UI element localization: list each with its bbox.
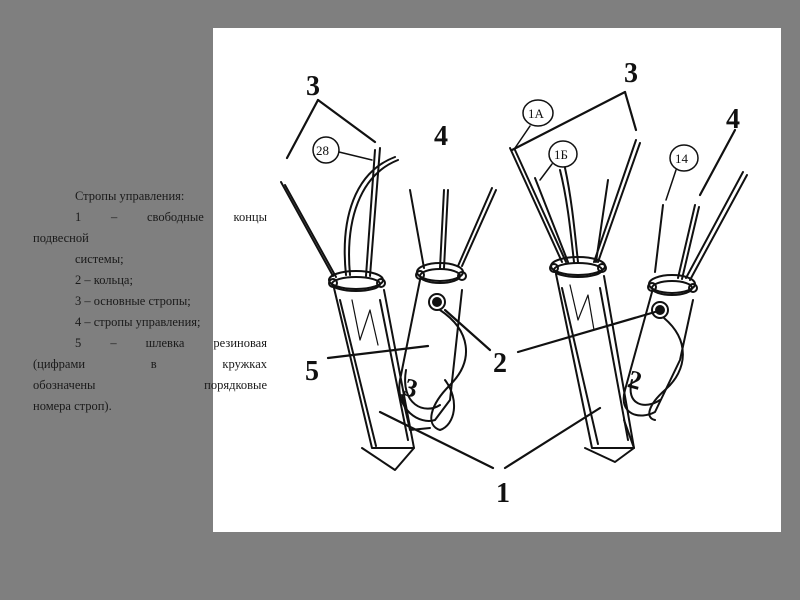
label-1: 1: [496, 478, 510, 509]
leader-4-right: [698, 128, 737, 197]
main-lines-right: [509, 139, 748, 281]
strap-mark-2: 2: [625, 364, 645, 395]
diagram-panel: [213, 28, 781, 532]
legend-item-5b: (цифрами в кружках: [33, 357, 267, 371]
circle-28-text: 28: [316, 143, 329, 158]
legend-item-2: 2 – кольца;: [75, 273, 133, 287]
circle-1b: [539, 140, 578, 181]
ring-cluster-right-2: [647, 274, 698, 296]
leader-3-left: [285, 98, 377, 160]
circle-1a: [514, 99, 554, 149]
riser-right-1: [555, 273, 635, 463]
leader-3-right: [510, 90, 638, 152]
circle-14-text: 14: [675, 151, 689, 166]
legend-title: Стропы управления:: [75, 189, 185, 203]
control-line-left: [343, 156, 449, 276]
legend-item-1a: 1 – свободные концы: [75, 210, 267, 224]
control-line-right: [559, 167, 700, 280]
legend-item-1c: системы;: [75, 252, 124, 266]
circle-28: [312, 136, 373, 164]
label-5: 5: [305, 356, 319, 387]
legend-item-5d: номера строп).: [33, 399, 112, 413]
circle-1a-text: 1А: [528, 106, 545, 121]
legend-item-5c: обозначены порядковые: [33, 378, 267, 392]
ring-cluster-right-1: [549, 256, 607, 278]
riser-left-2: [398, 279, 463, 431]
legend-item-4: 4 – стропы управления;: [75, 315, 201, 329]
legend-item-1b: подвесной: [33, 231, 89, 245]
label-3-right: 3: [624, 58, 638, 89]
ring-cluster-left-1: [328, 270, 386, 292]
circle-1b-text: 1Б: [554, 147, 568, 162]
ring-2-left: [428, 293, 467, 431]
riser-right-2: [622, 291, 694, 449]
label-3-left: 3: [306, 71, 320, 102]
legend: Стропы управления: 1 – свободные концы п…: [33, 186, 267, 417]
label-4-left: 4: [434, 121, 448, 152]
ring-2-right: [648, 301, 684, 421]
legend-item-3: 3 – основные стропы;: [75, 294, 191, 308]
strap-mark-3: 3: [401, 372, 421, 403]
riser-left-1: [333, 287, 415, 471]
label-4-right: 4: [726, 104, 740, 135]
leader-lines: [326, 308, 657, 470]
legend-item-5a: 5 – шлевка резиновая: [75, 336, 267, 350]
main-lines-left: [280, 147, 497, 278]
label-2: 2: [493, 348, 507, 379]
circle-14: [665, 144, 699, 201]
